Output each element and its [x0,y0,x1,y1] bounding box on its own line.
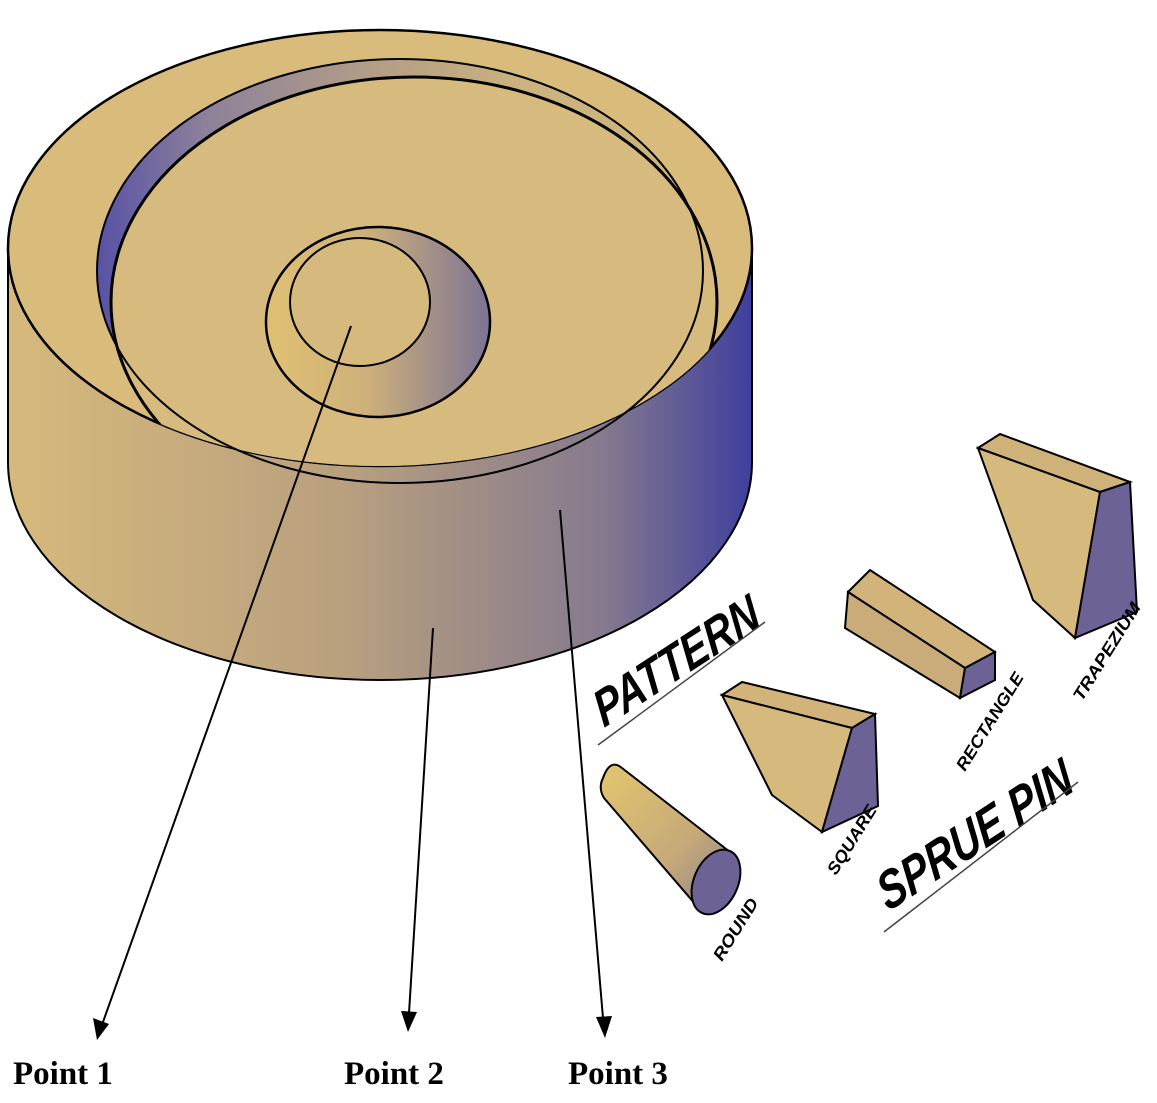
leader-arrows [93,325,612,1040]
point-2-label: Point 2 [344,1056,444,1092]
arrow-point-3 [559,509,612,1038]
disc-pattern [6,28,754,681]
center-cone [264,225,492,419]
arrow-point-1 [93,325,352,1040]
point-3-label: Point 3 [568,1056,668,1092]
sprue-pin-label: SPRUE PIN [868,747,1082,923]
square-pin [719,680,880,834]
cone-top [289,237,431,367]
sprue-pin-text: SPRUE PIN [868,747,1082,923]
point-1-label: Point 1 [13,1056,113,1092]
cavity-opening-edge [96,58,704,484]
trapezium-pin [975,432,1139,640]
arrow-point-2 [401,627,434,1032]
rectangle-pin [843,568,997,700]
pattern-underline [597,621,766,746]
round-pin [599,763,742,916]
sprue-pin-underline [883,781,1079,933]
